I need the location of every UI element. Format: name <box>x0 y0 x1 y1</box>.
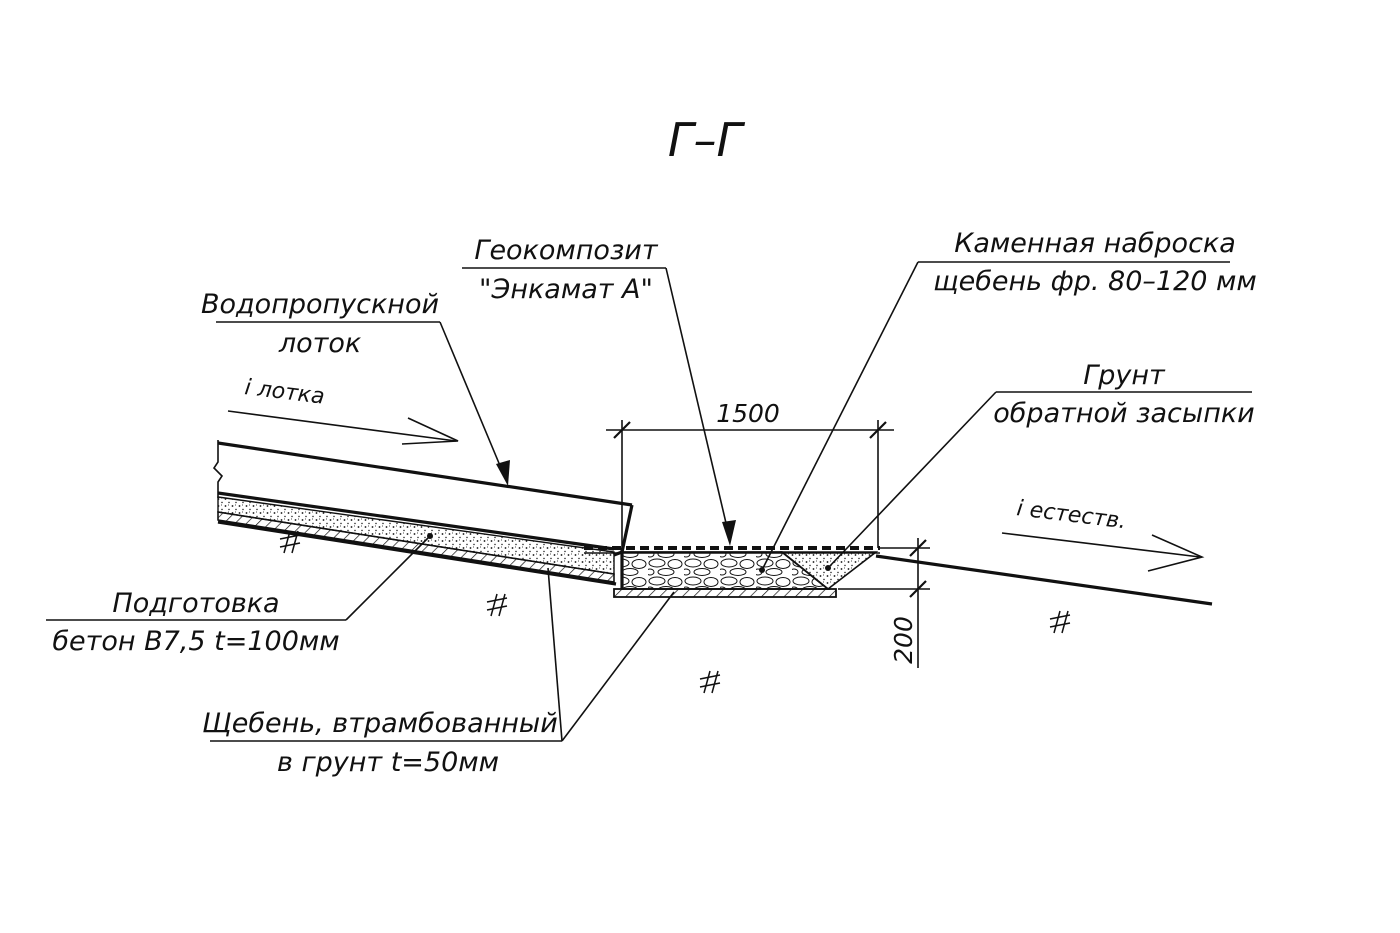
dimension-width-label: 1500 <box>716 399 780 428</box>
natural-slope-label: i естеств. <box>1015 496 1127 534</box>
tray-slope-arrow: i лотка <box>227 375 459 445</box>
leader-tray: Водопропускной лоток <box>201 289 510 486</box>
pit-bottom-layer <box>613 588 837 598</box>
dimension-depth-label: 200 <box>889 616 918 664</box>
stone-label-1: Каменная наброска <box>954 228 1236 259</box>
leader-gravel: Щебень, втрамбованный в грунт t=50мм <box>202 567 675 778</box>
leader-soil: Грунт обратной засыпки <box>825 360 1255 571</box>
gravel-label-2: в грунт t=50мм <box>277 747 499 778</box>
geocomposite-label-2: "Энкамат А" <box>479 274 653 305</box>
soil-marks <box>279 530 1071 694</box>
leader-stone: Каменная наброска щебень фр. 80–120 мм <box>759 228 1257 573</box>
tray-label-1: Водопропускной <box>201 289 439 320</box>
riprap-pit <box>584 546 880 598</box>
base-label-2: бетон В7,5 t=100мм <box>52 626 339 657</box>
soil-label-2: обратной засыпки <box>993 398 1254 429</box>
gravel-layer <box>217 511 615 583</box>
dimension-depth: 200 <box>838 538 930 668</box>
dimension-width: 1500 <box>606 399 894 548</box>
section-title: Г–Г <box>668 113 746 167</box>
geocomposite-label-1: Геокомпозит <box>474 235 658 266</box>
stone-label-2: щебень фр. 80–120 мм <box>933 266 1257 297</box>
leader-base: Подготовка бетон В7,5 t=100мм <box>46 533 433 657</box>
concrete-base-layer <box>217 496 615 575</box>
gravel-label-1: Щебень, втрамбованный <box>202 708 558 739</box>
natural-slope-arrow: i естеств. <box>1001 496 1205 572</box>
soil-label-1: Грунт <box>1083 360 1166 391</box>
tray <box>212 440 634 557</box>
leader-geocomposite: Геокомпозит "Энкамат А" <box>462 235 736 546</box>
tray-slope-label: i лотка <box>243 375 326 410</box>
base-label-1: Подготовка <box>112 588 279 619</box>
tray-label-2: лоток <box>278 328 362 359</box>
natural-ground-line <box>875 554 1213 606</box>
